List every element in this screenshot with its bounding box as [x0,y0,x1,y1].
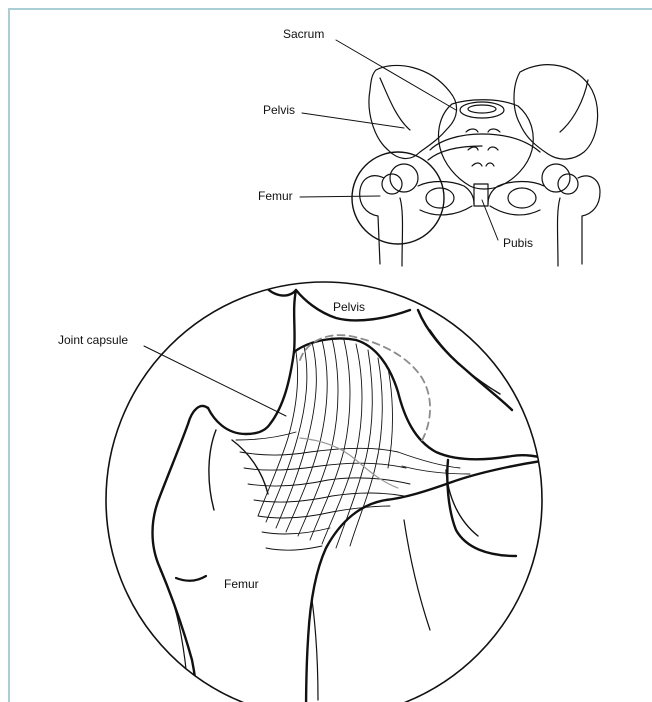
hip-joint-zoom [153,282,549,702]
top-leader-lines [300,40,498,240]
right-iliac-wing [514,65,598,159]
label-femur-zoom: Femur [224,577,259,591]
left-iliac-wing [369,65,457,158]
pelvis-bone-outline [208,282,296,434]
label-femur-top: Femur [258,189,293,203]
left-acetabulum [390,164,418,192]
pelvis-overview [352,65,600,266]
right-acetabulum [542,164,570,192]
joint-capsule-fibers [236,338,470,550]
label-sacrum: Sacrum [283,27,324,41]
label-pelvis-zoom: Pelvis [333,300,365,314]
zoom-circle [106,282,542,702]
pubic-symphysis [474,184,488,206]
femur-outline [153,406,209,702]
label-pelvis-top: Pelvis [263,103,295,117]
joint-capsule-leader [144,346,286,416]
label-joint-capsule: Joint capsule [58,333,128,347]
label-pubis: Pubis [503,236,533,250]
